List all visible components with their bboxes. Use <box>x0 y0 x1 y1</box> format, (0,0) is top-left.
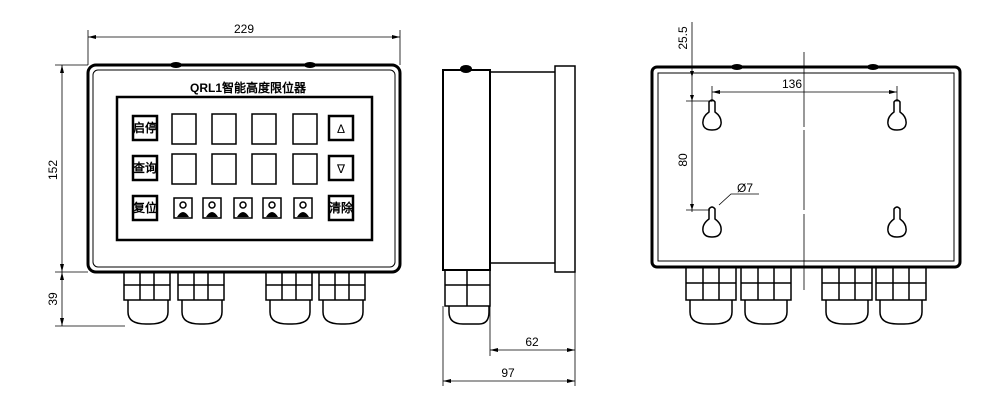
button-query: 查询 <box>132 160 157 175</box>
indicator-leds <box>173 197 313 219</box>
dim-gland-height: 39 <box>46 292 60 306</box>
device-title: QRL1智能高度限位器 <box>190 80 307 95</box>
right-buttons: Δ ∇ 清除 <box>327 114 355 222</box>
button-clear: 清除 <box>329 200 354 215</box>
up-arrow-icon: Δ <box>337 122 345 136</box>
dim-hole-spacing-v: 80 <box>676 153 690 167</box>
dim-depth-total: 97 <box>501 366 515 380</box>
side-dimensions: 62 97 <box>442 272 576 386</box>
dim-top-offset: 25.5 <box>676 26 690 50</box>
down-arrow-icon: ∇ <box>336 162 346 176</box>
dim-hole-spacing-h: 136 <box>782 77 802 91</box>
dim-hole-diameter: Ø7 <box>737 181 753 195</box>
left-buttons: 启停 查询 复位 <box>131 114 159 222</box>
rear-cable-glands <box>685 267 927 325</box>
dim-height: 152 <box>46 160 60 180</box>
dim-width: 229 <box>234 22 254 36</box>
keyhole-icons <box>702 99 907 238</box>
dim-depth-body: 62 <box>525 335 539 349</box>
front-dimensions: 229 152 39 <box>46 22 401 327</box>
button-start-stop: 启停 <box>133 120 157 135</box>
cable-glands <box>123 272 366 325</box>
side-view: 62 97 <box>442 65 576 386</box>
rear-dimensions: 136 80 25.5 Ø7 <box>676 22 898 212</box>
rear-view: 136 80 25.5 Ø7 <box>650 22 962 325</box>
display-digits <box>171 113 318 185</box>
button-reset: 复位 <box>132 200 157 215</box>
front-view: QRL1智能高度限位器 启停 查询 复位 Δ ∇ <box>46 22 402 327</box>
